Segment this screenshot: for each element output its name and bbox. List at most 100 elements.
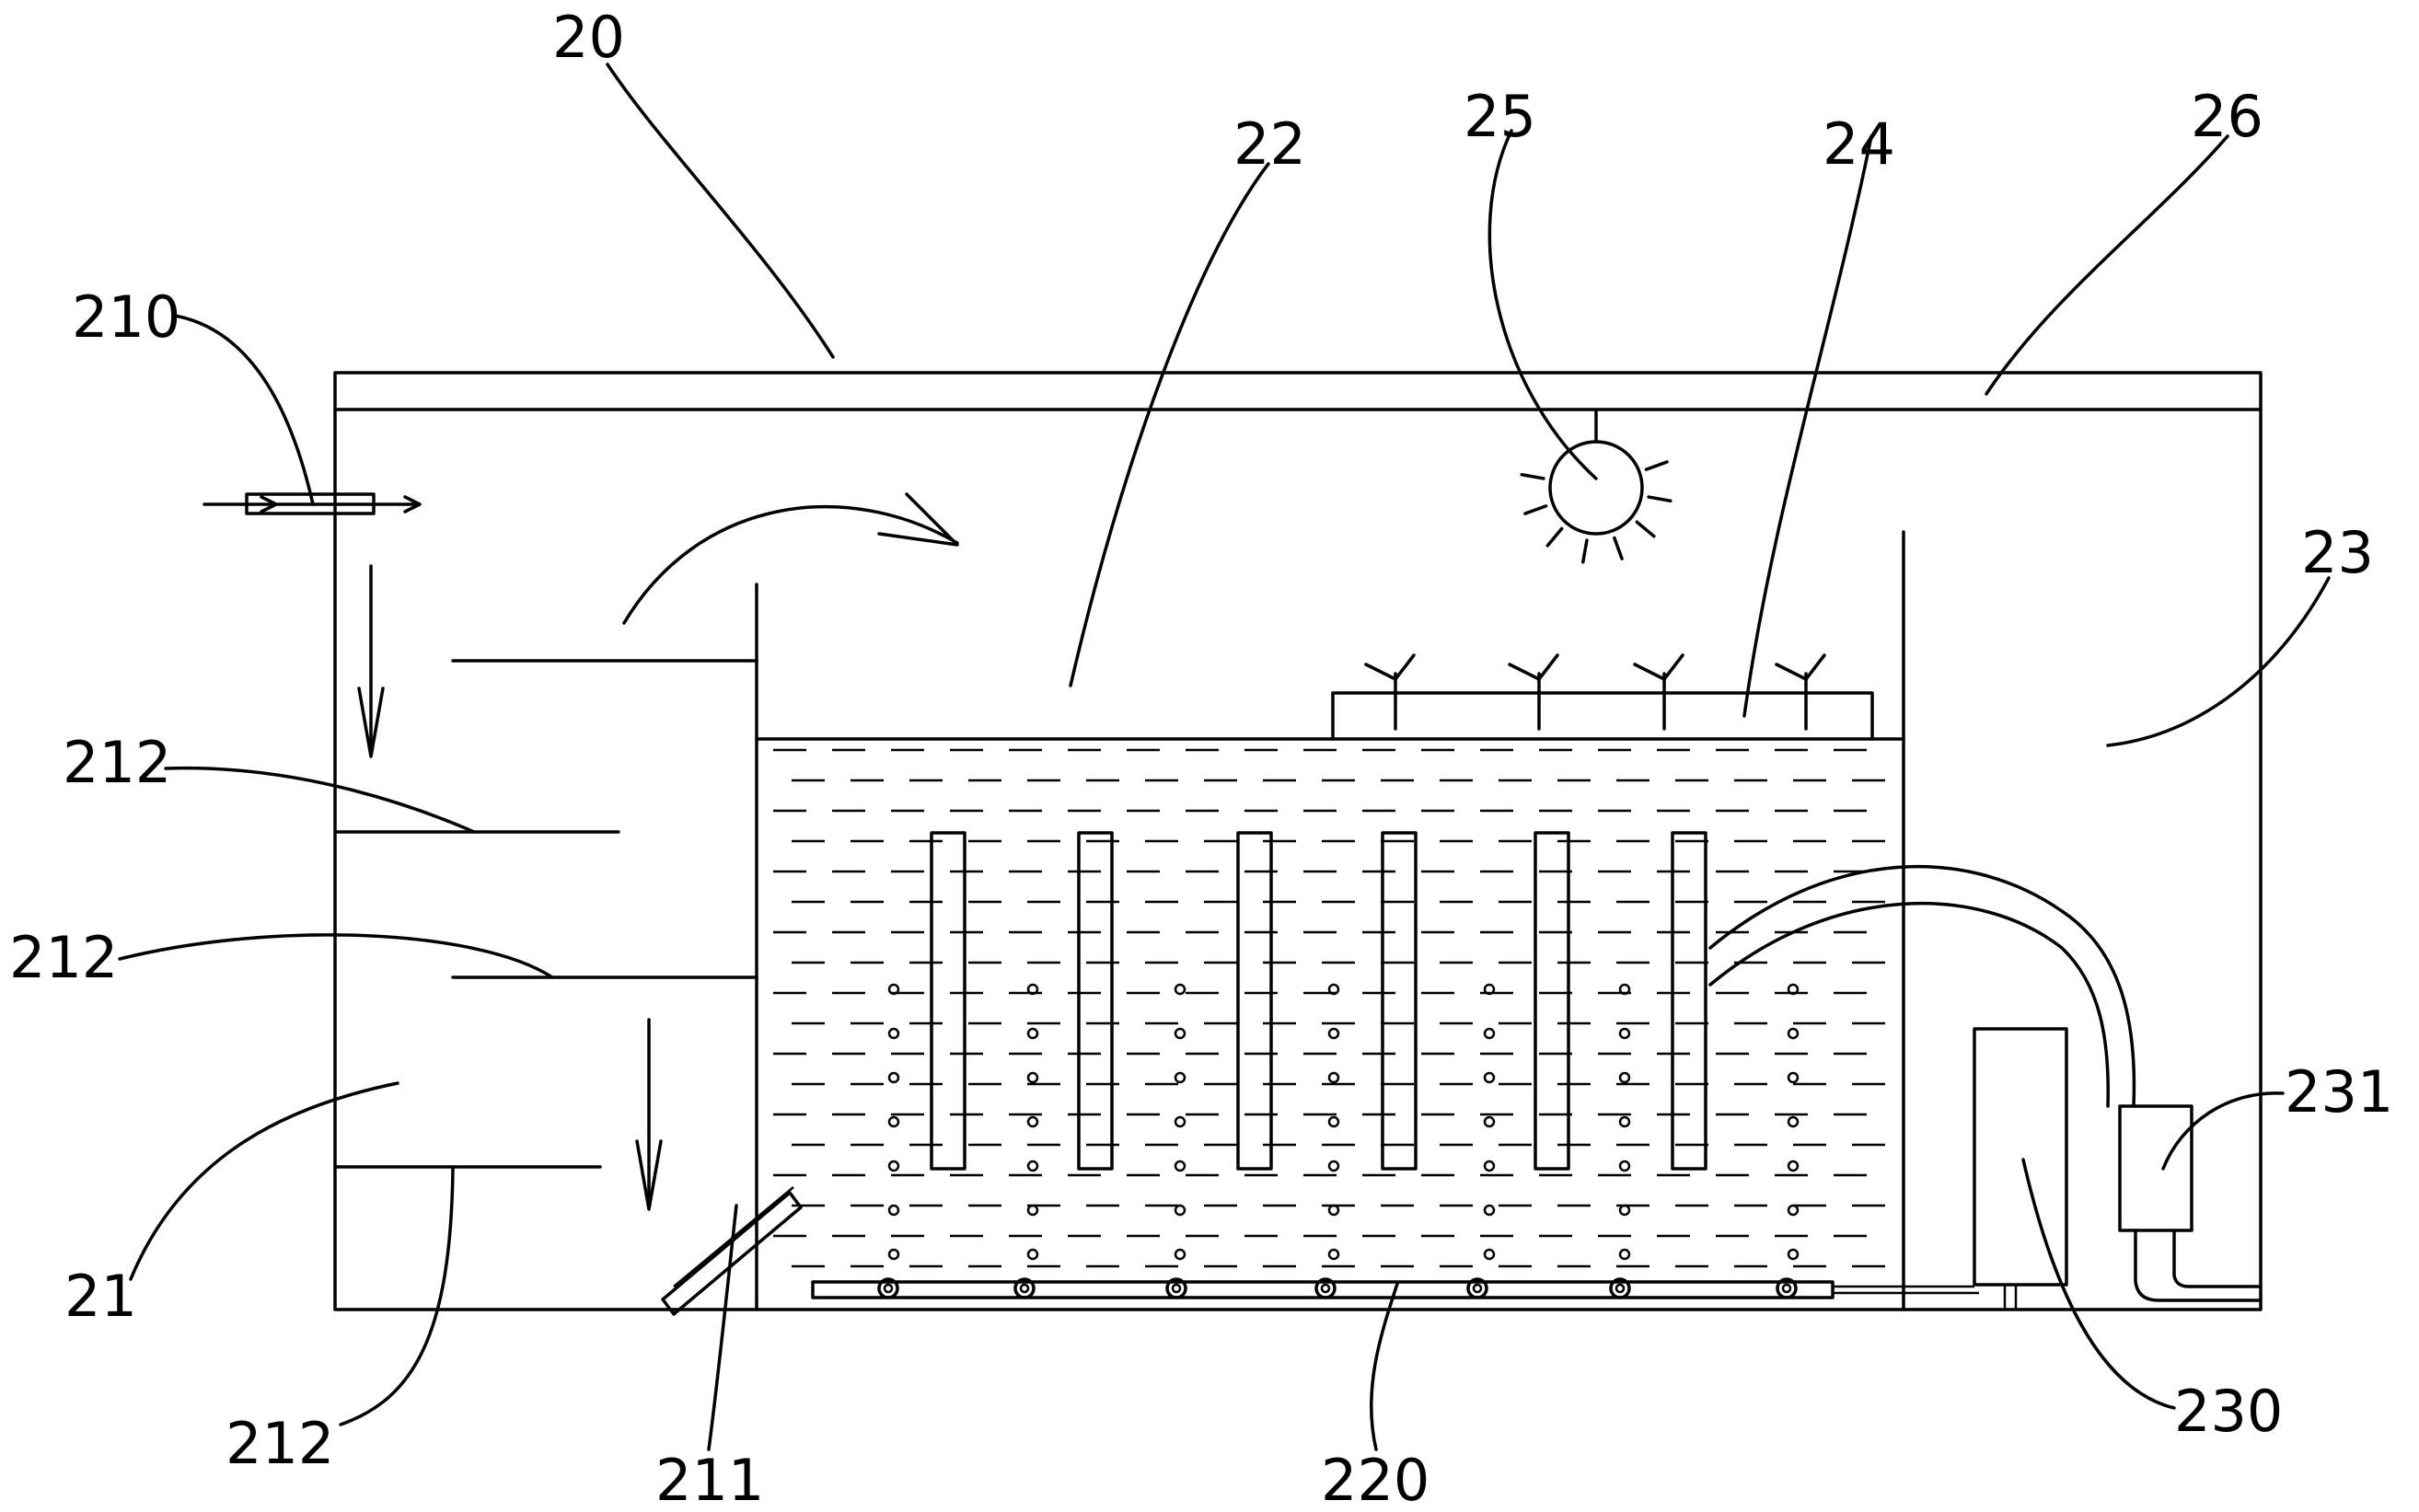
bubble	[1618, 983, 1631, 996]
reference-labels: 20 22 25 24 26 210 23 212 212 21 231 230…	[9, 4, 2393, 1512]
aerator-hole	[877, 1277, 899, 1299]
label-210: 210	[72, 283, 180, 351]
plate	[1236, 831, 1273, 1171]
plant-leaf	[1633, 663, 1666, 681]
plate	[1534, 831, 1570, 1171]
plant-leaf	[1804, 653, 1826, 681]
bubble	[1618, 1248, 1631, 1261]
label-212-middle: 212	[9, 924, 118, 991]
bubble	[1026, 1115, 1039, 1128]
aerator-hole-inner	[1615, 1283, 1626, 1294]
plate	[1381, 831, 1418, 1171]
label-25: 25	[1464, 83, 1536, 150]
bubble	[1483, 1160, 1496, 1172]
bubble	[1174, 983, 1186, 996]
bubble	[1327, 1248, 1340, 1261]
plant-leaf	[1508, 663, 1541, 681]
plant-leaf	[1775, 663, 1808, 681]
leader-lines	[118, 63, 2331, 1451]
bubble	[1618, 1027, 1631, 1040]
bubble	[887, 1160, 900, 1172]
bubble	[1174, 1160, 1186, 1172]
bubble	[1483, 1115, 1496, 1128]
label-23: 23	[2301, 519, 2374, 586]
bubble	[1174, 1115, 1186, 1128]
plate	[1671, 831, 1707, 1171]
aerator-hole	[1165, 1277, 1187, 1299]
bubble	[887, 1204, 900, 1217]
aerator-hole-inner	[1320, 1283, 1331, 1294]
vertical-plates	[930, 831, 1707, 1171]
bubble	[1787, 1248, 1800, 1261]
label-231: 231	[2285, 1058, 2393, 1125]
bubble	[1327, 1115, 1340, 1128]
lamp-ray	[1635, 520, 1656, 538]
left-chamber-baffles	[333, 583, 758, 1311]
label-21: 21	[64, 1263, 137, 1330]
bubble	[1174, 1204, 1186, 1217]
label-26: 26	[2191, 83, 2263, 150]
bubble	[1026, 983, 1039, 996]
bubble	[1026, 1160, 1039, 1172]
lamp-ray	[1644, 460, 1669, 471]
label-212-bottom: 212	[226, 1410, 334, 1477]
label-220: 220	[1321, 1447, 1429, 1512]
aeration-pipe	[811, 1277, 1979, 1299]
bubble	[1787, 1071, 1800, 1084]
plant-leaf	[1537, 653, 1559, 681]
aerator-hole	[1609, 1277, 1631, 1299]
bubble	[1327, 1027, 1340, 1040]
bubble	[1618, 1204, 1631, 1217]
label-24: 24	[1823, 110, 1895, 178]
lamp-ray	[1545, 526, 1564, 548]
bubble	[1483, 983, 1496, 996]
bubble	[1787, 1160, 1800, 1172]
bubble	[1787, 1027, 1800, 1040]
aerator-hole	[1314, 1277, 1337, 1299]
plant-board	[1331, 653, 1874, 741]
lamp	[1520, 408, 1672, 564]
unit-230	[1973, 1027, 2068, 1310]
bubble	[1483, 1071, 1496, 1084]
bubble	[1787, 983, 1800, 996]
label-230: 230	[2174, 1378, 2283, 1445]
bubble	[887, 1027, 900, 1040]
label-212-top: 212	[63, 729, 171, 796]
bubble	[1787, 1115, 1800, 1128]
bubbles	[887, 983, 1800, 1261]
aerator-hole-inner	[1472, 1283, 1483, 1294]
bubble	[1327, 1071, 1340, 1084]
bubble	[1787, 1204, 1800, 1217]
aerator-hole-inner	[883, 1283, 894, 1294]
bubble	[1026, 1204, 1039, 1217]
lamp-ray	[1520, 473, 1545, 480]
plant-leaf	[1364, 663, 1397, 681]
label-22: 22	[1233, 110, 1306, 178]
aerator-hole	[1013, 1277, 1036, 1299]
bubble	[887, 1071, 900, 1084]
bubble	[1618, 1160, 1631, 1172]
plant-leaf	[1394, 653, 1416, 681]
aerator-hole-inner	[1171, 1283, 1182, 1294]
water-tank	[755, 737, 1905, 1268]
aerator-hole-inner	[1781, 1283, 1792, 1294]
bubble	[1327, 1204, 1340, 1217]
bubble	[887, 1115, 900, 1128]
bubble	[1327, 983, 1340, 996]
outer-housing	[333, 371, 2263, 1311]
label-20: 20	[552, 4, 625, 71]
plate	[1077, 831, 1114, 1171]
label-211: 211	[655, 1447, 764, 1512]
bubble	[1483, 1204, 1496, 1217]
plant-leaf	[1662, 653, 1684, 681]
bubble	[1174, 1248, 1186, 1261]
unit-231	[1708, 864, 2263, 1302]
aerator-hole	[1466, 1277, 1488, 1299]
bubble	[1174, 1071, 1186, 1084]
lamp-ray	[1581, 538, 1589, 564]
bubble	[1327, 1160, 1340, 1172]
bubble	[1026, 1248, 1039, 1261]
bubble	[1618, 1071, 1631, 1084]
bubble	[1618, 1115, 1631, 1128]
lamp-ray	[1613, 536, 1624, 560]
